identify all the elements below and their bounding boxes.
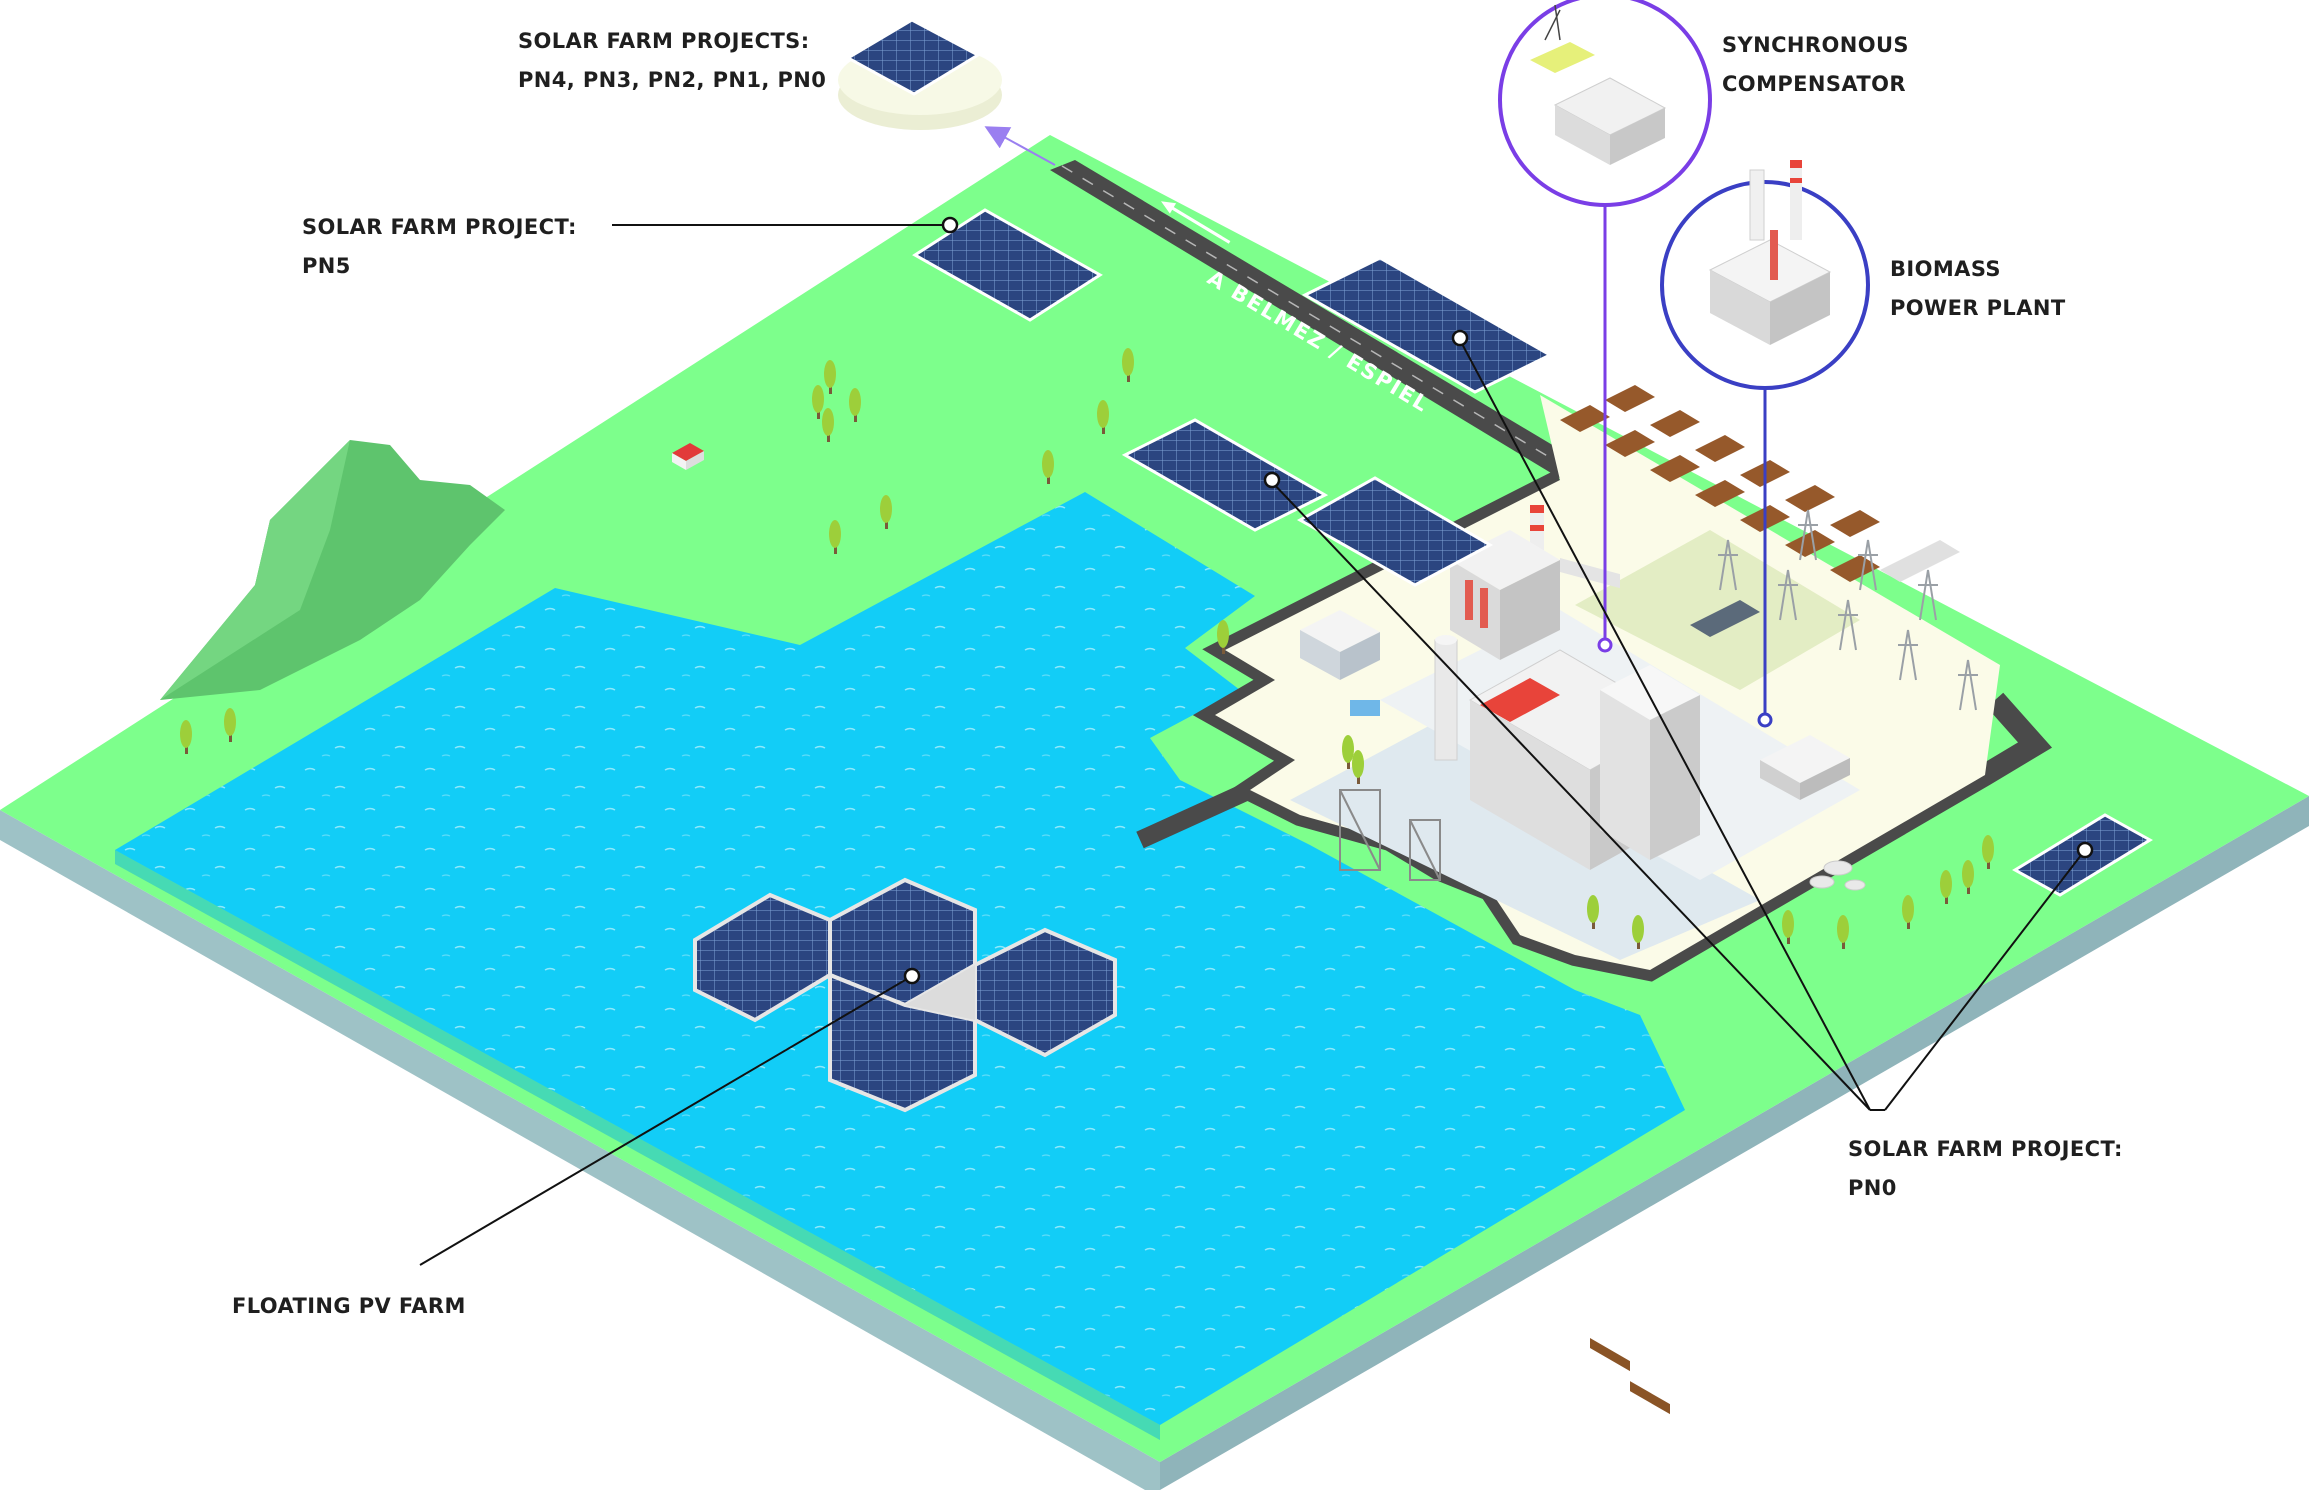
tree-icon (1122, 348, 1134, 382)
solar-array-pn0-north (1301, 256, 1554, 394)
hill-icon (160, 440, 505, 700)
label-solar-pn5-line1: SOLAR FARM PROJECT: (302, 215, 577, 239)
label-synchronous-compensator-line1: SYNCHRONOUS (1722, 33, 1909, 57)
label-solar-pn5: SOLAR FARM PROJECT: PN5 (302, 208, 577, 286)
label-solar-pn5-line2: PN5 (302, 254, 351, 278)
solar-projects-inset (838, 18, 1056, 166)
tree-icon (812, 385, 824, 419)
road-a-belmez-espiel (1050, 160, 1720, 560)
tree-icon (829, 520, 841, 554)
tree-icon (824, 360, 836, 394)
tree-icon (1782, 910, 1794, 944)
solar-array-pn5 (912, 208, 1103, 322)
label-biomass-power-plant-line2: POWER PLANT (1890, 296, 2066, 320)
floating-pv-array (693, 877, 1117, 1113)
tree-icon (1352, 750, 1364, 784)
industrial-frames (1339, 789, 1441, 881)
leader-markers (903, 216, 2094, 985)
tree-icon (880, 495, 892, 529)
tree-icon (1837, 915, 1849, 949)
label-solar-pn0-line1: SOLAR FARM PROJECT: (1848, 1137, 2123, 1161)
pylon-icon (1718, 509, 1978, 711)
tree-icon (1902, 895, 1914, 929)
label-solar-pn4-pn0-line2: PN4, PN3, PN2, PN1, PN0 (518, 68, 827, 92)
tree-icon (1962, 860, 1974, 894)
synchronous-compensator-inset (1498, 0, 1712, 653)
leader-lines (419, 224, 2086, 1266)
tree-icon (1587, 895, 1599, 929)
biomass-power-plant-inset (1660, 160, 1870, 728)
tree-icon (822, 408, 834, 442)
tree-icon (1097, 400, 1109, 434)
solar-array-pn0-west (1121, 418, 1494, 587)
label-solar-pn0-line2: PN0 (1848, 1176, 1897, 1200)
label-synchronous-compensator-line2: COMPENSATOR (1722, 72, 1906, 96)
label-solar-pn4-pn0-line1: SOLAR FARM PROJECTS: (518, 29, 810, 53)
tree-icon (1632, 915, 1644, 949)
tree-icon (224, 708, 236, 742)
biomass-storage (1590, 1337, 1670, 1415)
house-icon (672, 443, 704, 470)
trees (180, 348, 1994, 949)
tree-icon (180, 720, 192, 754)
tree-icon (1940, 870, 1952, 904)
tree-icon (1217, 620, 1229, 654)
label-solar-pn0: SOLAR FARM PROJECT: PN0 (1848, 1130, 2123, 1208)
tree-icon (1982, 835, 1994, 869)
power-plant-icon (1468, 649, 1700, 870)
label-biomass-power-plant-line1: BIOMASS (1890, 257, 2001, 281)
biomass-plant-building (1450, 530, 1560, 660)
storage-tank-icon (1809, 860, 1866, 891)
label-floating-pv: FLOATING PV FARM (232, 1287, 466, 1326)
tree-icon (849, 388, 861, 422)
label-floating-pv-line1: FLOATING PV FARM (232, 1294, 466, 1318)
power-plant-area (1215, 385, 2000, 1415)
label-synchronous-compensator: SYNCHRONOUS COMPENSATOR (1722, 26, 1909, 104)
small-buildings (1300, 540, 1960, 800)
label-solar-pn4-pn0: SOLAR FARM PROJECTS: PN4, PN3, PN2, PN1,… (518, 22, 826, 100)
label-biomass-power-plant: BIOMASS POWER PLANT (1890, 250, 2066, 328)
tree-icon (1342, 735, 1354, 769)
tree-icon (1042, 450, 1054, 484)
